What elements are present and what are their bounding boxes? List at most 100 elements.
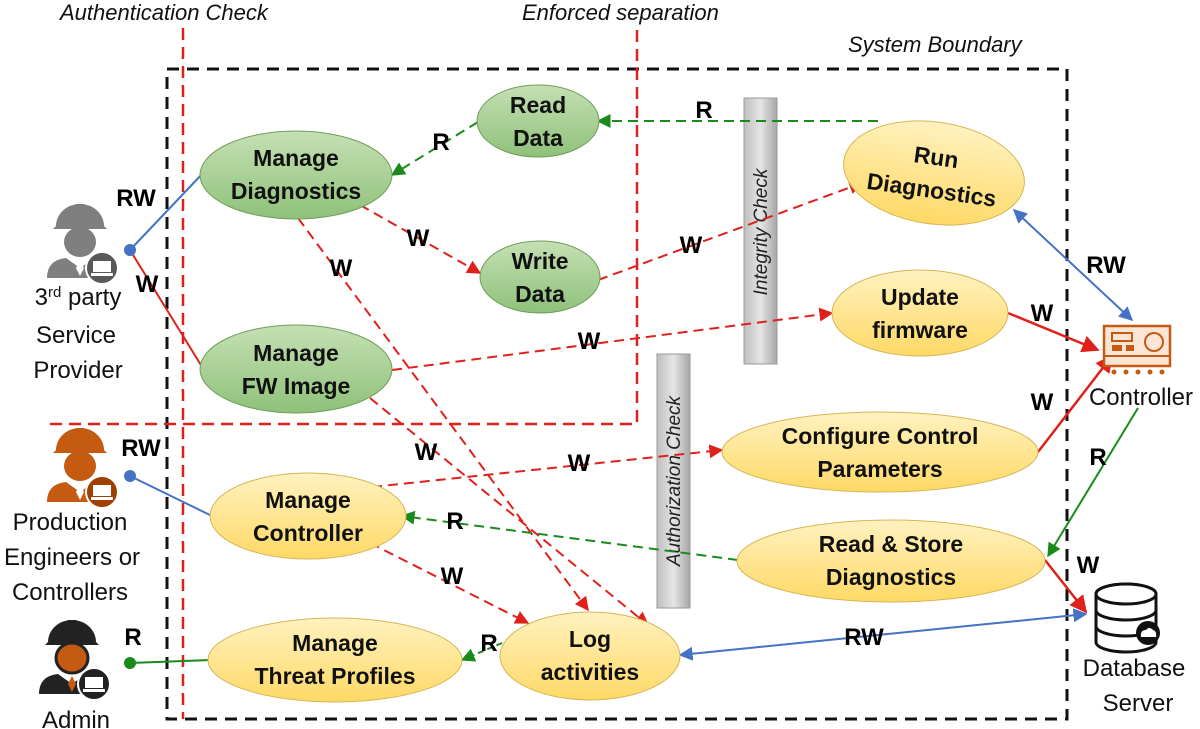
edge-admin-to-threat: [129, 659, 211, 664]
database-icon: [1094, 582, 1160, 654]
engineer-icon: [47, 428, 119, 509]
label-log-threat-r: R: [480, 630, 497, 657]
usecase-update-firmware[interactable]: Update firmware: [831, 269, 1009, 357]
usecase-read-data-line2: Data: [513, 125, 563, 151]
edge-configure-to-controller: [1037, 354, 1114, 453]
production-label-line1: Production: [13, 509, 128, 536]
label-managefw-updatefw-w: W: [578, 328, 601, 355]
usecase-manage-controller-line2: Controller: [253, 520, 363, 546]
edge-production-to-managecontroller: [129, 475, 213, 517]
usecase-manage-fw-line2: FW Image: [242, 373, 351, 399]
label-readdata-managediag-r: R: [432, 129, 449, 156]
database-label-line2: Server: [1103, 690, 1174, 717]
usecase-manage-threat-line1: Manage: [292, 630, 378, 656]
third-party-label-line1: 3rd party: [35, 284, 122, 312]
usecase-manage-diagnostics[interactable]: Manage Diagnostics: [199, 130, 393, 220]
usecase-log-activities[interactable]: Log activities: [499, 611, 681, 701]
usecase-read-data-line1: Read: [510, 92, 566, 118]
usecase-write-data-line1: Write: [511, 248, 568, 274]
label-thirdparty-w: W: [136, 271, 159, 298]
usecase-configure-control-parameters[interactable]: Configure Control Parameters: [721, 411, 1039, 493]
label-managefw-log-w: W: [415, 439, 438, 466]
edge-managecontroller-to-configure: [371, 444, 724, 488]
edge-managefw-to-updatefw: [391, 307, 834, 371]
usecase-manage-fw-image[interactable]: Manage FW Image: [199, 324, 393, 414]
label-readstore-database-w: W: [1077, 552, 1100, 579]
label-rundiag-readdata-r: R: [695, 97, 712, 124]
label-admin-r: R: [124, 624, 141, 651]
third-party-actor[interactable]: 3rd party Service Provider: [33, 204, 123, 384]
engineer-icon: [47, 204, 119, 285]
edge-managediag-to-log: [297, 217, 589, 612]
controller-label: Controller: [1089, 384, 1193, 411]
edge-managefw-to-log: [369, 397, 650, 626]
label-writedata-rundiag-w: W: [680, 232, 703, 259]
edge-log-database-rw: [678, 608, 1088, 661]
edge-controller-to-readstore: [1047, 407, 1139, 558]
usecase-manage-controller[interactable]: Manage Controller: [209, 472, 407, 560]
production-engineers-actor[interactable]: Production Engineers or Controllers: [4, 428, 140, 606]
usecase-configure-line2: Parameters: [817, 456, 942, 482]
admin-actor[interactable]: Admin: [39, 620, 111, 729]
label-production-rw: RW: [121, 435, 161, 462]
edges: [129, 114, 1139, 664]
edge-managecontroller-to-log: [369, 542, 530, 624]
label-log-database-rw: RW: [844, 624, 884, 651]
usecase-read-store-line2: Diagnostics: [826, 564, 956, 590]
enforced-separation-line: [50, 30, 639, 426]
usecase-manage-diagnostics-line2: Diagnostics: [231, 178, 361, 204]
system-boundary-box: [165, 67, 1069, 721]
thirdparty-association-dot: [124, 244, 136, 256]
third-party-label-line2: Service: [36, 322, 116, 349]
third-party-label-line3: Provider: [33, 357, 122, 384]
usecase-update-firmware-line2: firmware: [872, 317, 968, 343]
usecase-run-diagnostics[interactable]: Run Diagnostics: [837, 110, 1031, 236]
edge-thirdparty-to-managediag: [129, 171, 205, 251]
label-managediag-writedata-w: W: [407, 225, 430, 252]
usecase-read-store-line1: Read & Store: [819, 531, 963, 557]
edge-readstore-to-database: [1044, 559, 1088, 614]
usecase-run-diagnostics-line1: Run: [912, 141, 960, 173]
system-boundary-label: System Boundary: [848, 32, 1024, 57]
edge-rundiag-controller-rw: [1012, 209, 1134, 321]
engineer-icon: [39, 620, 111, 701]
integrity-check-label: Integrity Check: [751, 167, 772, 295]
authentication-check-label: Authentication Check: [58, 0, 269, 25]
integrity-check-bar: Integrity Check: [743, 97, 778, 365]
database-label-line1: Database: [1083, 655, 1186, 682]
usecase-manage-threat-profiles[interactable]: Manage Threat Profiles: [207, 617, 463, 703]
usecase-read-store-diagnostics[interactable]: Read & Store Diagnostics: [736, 519, 1046, 603]
edge-labels: RW W R R W W W W W W R W R RW RW W W R W…: [116, 97, 1126, 657]
production-association-dot: [124, 470, 136, 482]
controller-actor[interactable]: Controller: [1089, 324, 1193, 411]
admin-label: Admin: [42, 707, 110, 729]
enforced-separation-label: Enforced separation: [522, 0, 719, 25]
edge-readdata-to-managediag: [390, 121, 479, 176]
edge-readstore-to-managecontroller: [400, 510, 739, 561]
label-thirdparty-rw: RW: [116, 185, 156, 212]
label-managecontroller-log-w: W: [441, 563, 464, 590]
usecase-manage-fw-line1: Manage: [253, 340, 339, 366]
label-readstore-managecontroller-r: R: [446, 508, 463, 535]
usecase-write-data[interactable]: Write Data: [479, 240, 601, 314]
authorization-check-label: Authorization Check: [664, 394, 685, 567]
label-managecontroller-configure-w: W: [568, 450, 591, 477]
database-server-actor[interactable]: Database Server: [1083, 582, 1186, 717]
label-rundiag-controller-rw: RW: [1086, 252, 1126, 279]
label-managediag-log-w: W: [330, 255, 353, 282]
usecase-log-activities-line1: Log: [569, 626, 611, 652]
label-updatefw-controller-w: W: [1031, 300, 1054, 327]
controller-device-icon: [1102, 324, 1172, 375]
production-label-line2: Engineers or: [4, 544, 140, 571]
usecase-configure-line1: Configure Control: [782, 423, 979, 449]
usecase-read-data[interactable]: Read Data: [476, 84, 600, 158]
label-configure-controller-w: W: [1031, 389, 1054, 416]
authorization-check-bar: Authorization Check: [656, 353, 691, 609]
usecase-manage-controller-line1: Manage: [265, 487, 351, 513]
admin-association-dot: [124, 657, 136, 669]
usecase-write-data-line2: Data: [515, 281, 565, 307]
edge-log-to-threat: [460, 642, 503, 662]
usecase-log-activities-line2: activities: [541, 659, 639, 685]
usecase-update-firmware-line1: Update: [881, 284, 959, 310]
